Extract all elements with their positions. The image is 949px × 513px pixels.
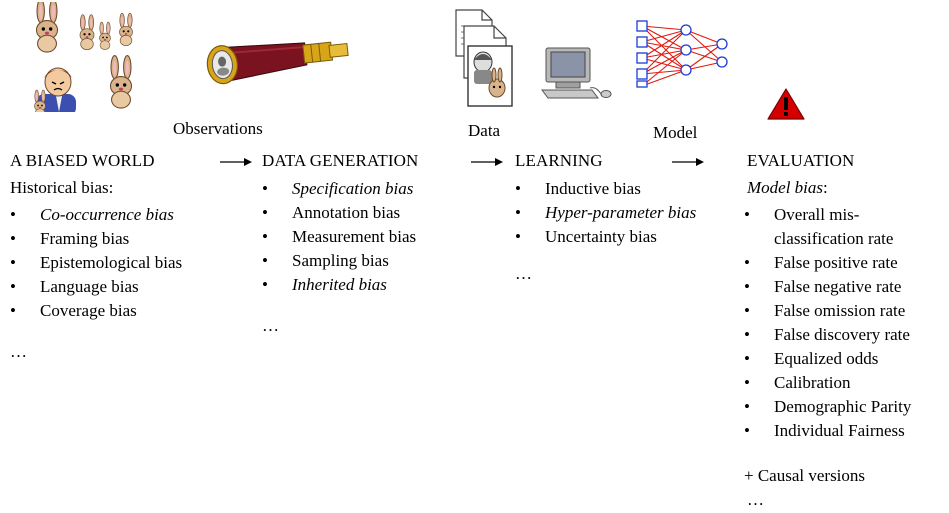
stage-heading-evaluation: EVALUATION <box>747 151 855 170</box>
rabbit-icon <box>35 2 59 53</box>
list-item-label: classification rate <box>774 229 894 248</box>
list-item-label: Framing bias <box>40 229 130 248</box>
bullet-marker: • <box>744 373 750 392</box>
bullet-marker: • <box>262 179 268 198</box>
list-item-label: False omission rate <box>774 301 906 320</box>
list-item-label: Hyper-parameter bias <box>545 203 697 222</box>
list-item-label: Inherited bias <box>292 275 387 294</box>
telescope-icon <box>206 41 349 85</box>
caption-observations: Observations <box>173 119 263 138</box>
list-item-label: Calibration <box>774 373 851 392</box>
evaluation-ellipsis: … <box>747 490 764 509</box>
bullet-marker: • <box>744 253 750 272</box>
bullet-marker: • <box>262 251 268 270</box>
world-ellipsis: … <box>10 342 27 361</box>
model-bias-label: Model bias: <box>747 177 828 198</box>
model-bias-label-text: Model bias <box>747 178 824 197</box>
arrow-right-icon <box>220 158 252 166</box>
bullet-marker: • <box>10 277 16 296</box>
bullet-marker: • <box>744 325 750 344</box>
stage-heading-data-generation: DATA GENERATION <box>262 151 419 170</box>
person-icon <box>36 67 76 112</box>
neural-network-icon <box>636 20 728 88</box>
rabbit-icon <box>34 89 46 112</box>
list-item-label: Sampling bias <box>292 251 389 270</box>
bullet-marker: • <box>744 301 750 320</box>
bullet-marker: • <box>10 229 16 248</box>
bullet-marker: • <box>515 203 521 222</box>
rabbit-icon <box>99 21 111 50</box>
document-icon <box>455 9 513 107</box>
causal-versions-note: + Causal versions <box>744 466 866 485</box>
bullet-marker: • <box>515 179 521 198</box>
list-item-label: Demographic Parity <box>774 397 912 416</box>
model-bias-label-colon: : <box>823 178 828 197</box>
arrow-right-icon <box>471 158 503 166</box>
bullet-marker: • <box>262 203 268 222</box>
stage-heading-learning: LEARNING <box>515 151 603 170</box>
rabbit-icon <box>109 55 133 109</box>
bullet-marker: • <box>10 253 16 272</box>
bullet-marker: • <box>10 205 16 224</box>
bullet-marker: • <box>744 421 750 440</box>
warning-icon <box>767 88 805 120</box>
world-population-illustration <box>34 2 133 112</box>
list-item-label: Language bias <box>40 277 139 296</box>
list-item-label: Inductive bias <box>545 179 641 198</box>
list-item-label: False positive rate <box>774 253 898 272</box>
computer-icon <box>541 47 612 99</box>
bullet-marker: • <box>744 397 750 416</box>
list-item-label: Equalized odds <box>774 349 879 368</box>
bullet-marker: • <box>744 205 750 224</box>
list-item-label: Co-occurrence bias <box>40 205 174 224</box>
bullet-marker: • <box>744 277 750 296</box>
rabbit-icon <box>119 12 133 46</box>
bullet-marker: • <box>744 349 750 368</box>
list-item-label: Epistemological bias <box>40 253 183 272</box>
list-item-label: False negative rate <box>774 277 902 296</box>
bullet-marker: • <box>262 275 268 294</box>
caption-model: Model <box>653 123 698 142</box>
bullet-marker: • <box>515 227 521 246</box>
list-item-label: Specification bias <box>292 179 414 198</box>
arrow-right-icon <box>672 158 704 166</box>
bullet-marker: • <box>10 301 16 320</box>
list-item-label: False discovery rate <box>774 325 910 344</box>
list-item-label: Overall mis- <box>774 205 860 224</box>
stage-heading-world: A BIASED WORLD <box>10 151 155 170</box>
list-item-label: Measurement bias <box>292 227 417 246</box>
list-item-label: Coverage bias <box>40 301 137 320</box>
list-item-label: Uncertainty bias <box>545 227 657 246</box>
rabbit-icon <box>79 14 95 51</box>
learning-ellipsis: … <box>515 264 532 283</box>
data-generation-ellipsis: … <box>262 316 279 335</box>
list-item-label: Annotation bias <box>292 203 401 222</box>
bullet-marker: • <box>262 227 268 246</box>
list-item-label: Individual Fairness <box>774 421 905 440</box>
historical-bias-label: Historical bias: <box>10 178 114 197</box>
caption-data: Data <box>468 121 501 140</box>
